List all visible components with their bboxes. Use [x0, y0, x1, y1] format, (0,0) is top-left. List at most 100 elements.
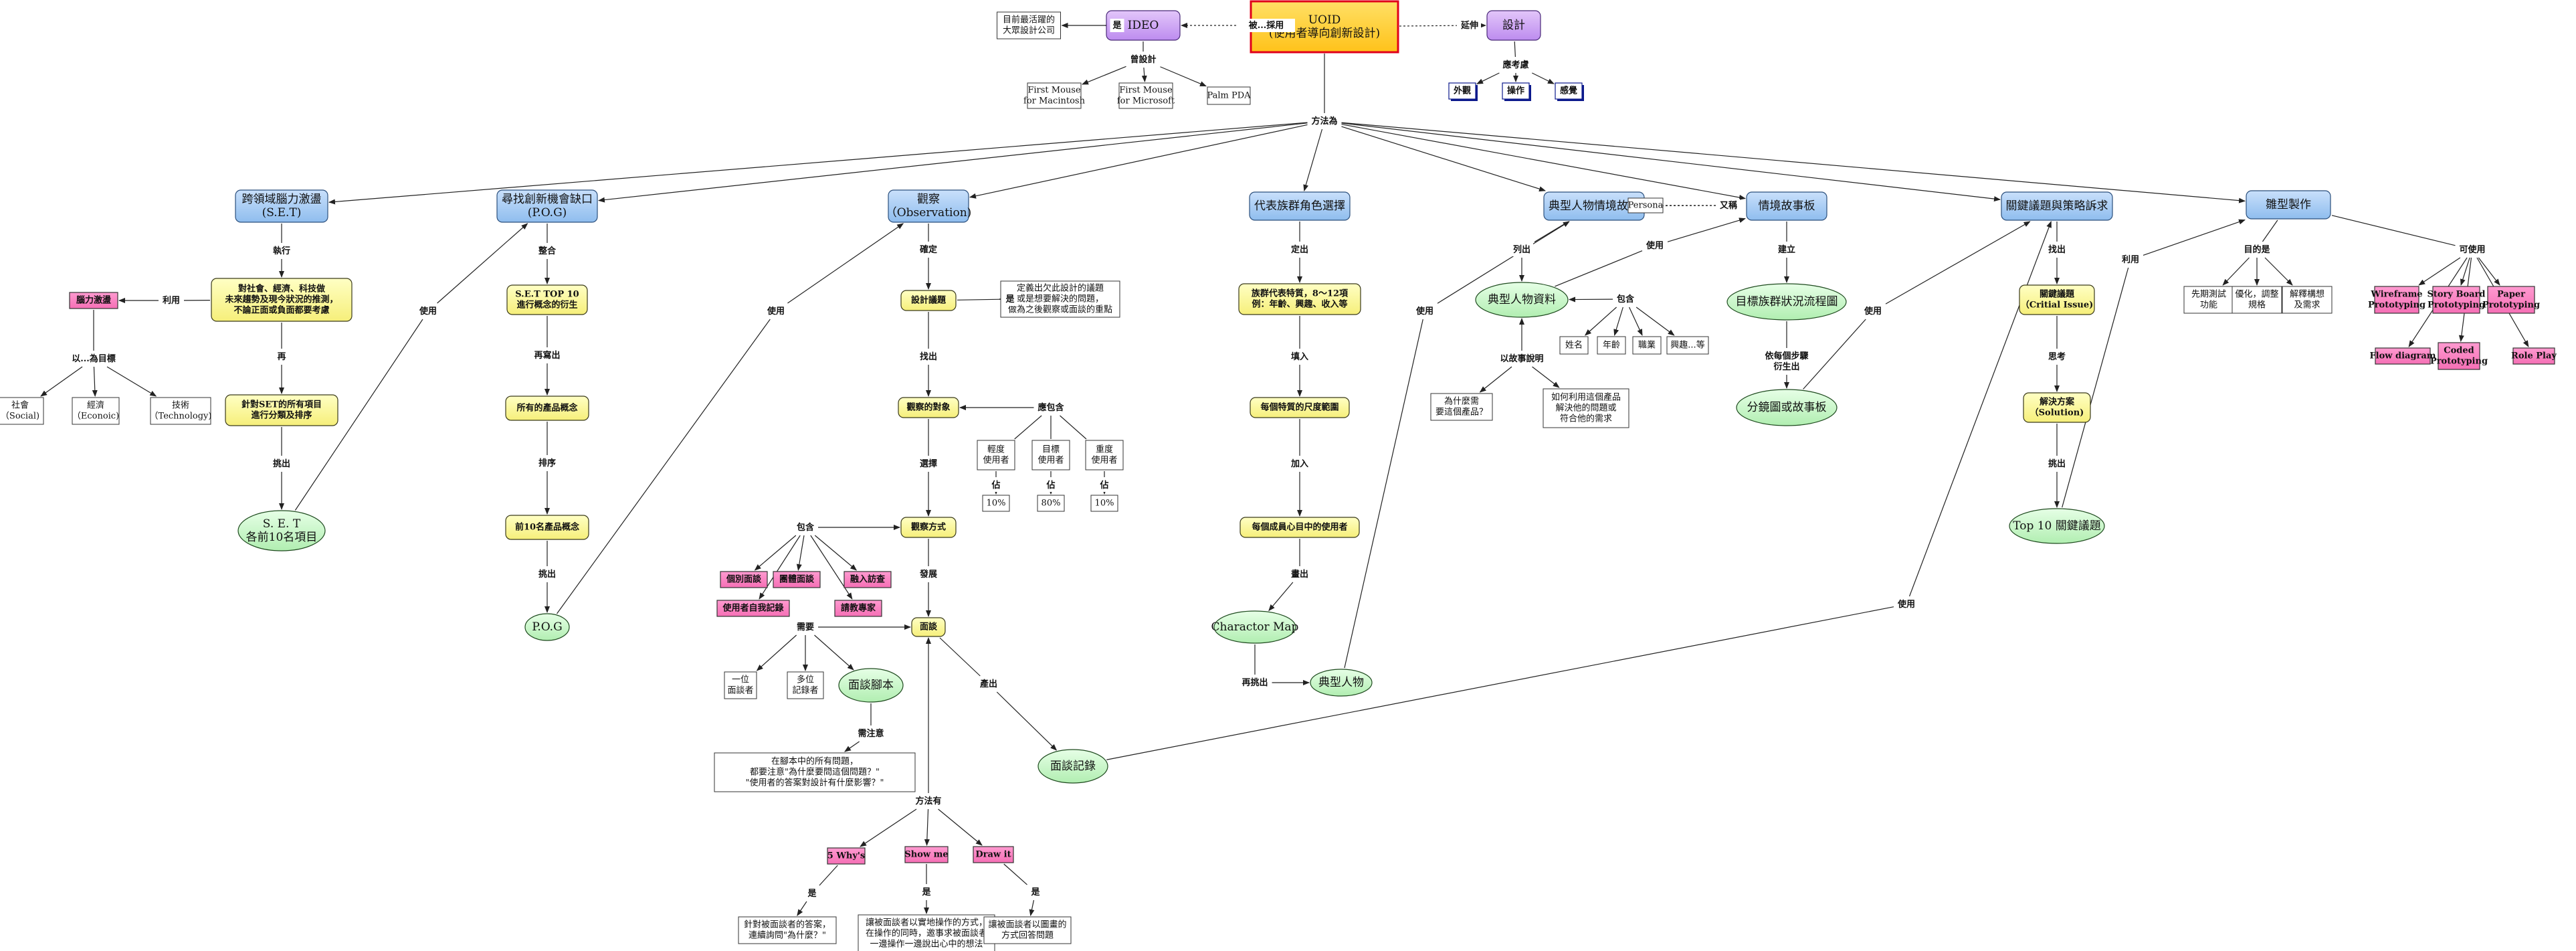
edge-label-bg	[1127, 53, 1159, 66]
node-set-y2-text: 針對SET的所有項目	[241, 400, 322, 410]
edge-label-pick1: 挑出	[273, 458, 290, 469]
connector-l-method-to-board	[1341, 124, 1746, 200]
connector-drawit-to-l-is5	[1003, 863, 1027, 885]
node-script-desc-shape	[714, 752, 916, 792]
connector-l-include1-to-obs-light	[1014, 415, 1042, 440]
connector-obs-issue-to-l-is2	[957, 298, 1002, 300]
node-set-y2-shape	[225, 394, 338, 426]
node-set-y1-text: 未來趨勢及現今狀況的推測，	[224, 294, 338, 305]
edge-label-bg	[794, 521, 817, 534]
edge-label-bg	[1097, 479, 1112, 492]
edge-label-occupy1: 佔	[991, 480, 1000, 491]
node-pog-out-shape	[524, 613, 570, 641]
edge-label-bg	[989, 479, 1003, 492]
connector-proto-to-l-usable	[2331, 215, 2456, 246]
node-why5-text: 5 Why's	[827, 851, 865, 861]
node-pct3: 10%	[1090, 495, 1118, 512]
node-record: 面談記錄	[1037, 749, 1108, 784]
node-ideo-shape	[1106, 10, 1181, 41]
connector-l-usable-to-pr-paper	[2478, 257, 2500, 286]
node-econ-shape	[72, 397, 120, 425]
node-tech-text: 技術	[172, 401, 189, 411]
edge-label-use6: 使用	[1864, 306, 1882, 317]
connector-l-use6-to-issue	[1885, 221, 2031, 305]
node-set: 跨領域腦力激盪(S.E.T)	[235, 189, 328, 223]
edge-label-list: 列出	[1513, 244, 1530, 255]
edge-label-bg	[919, 885, 934, 899]
edge-label-pick3: 再挑出	[1242, 677, 1268, 688]
connector-l-draw-to-charmap	[1268, 582, 1294, 612]
node-d-feel-text: 感覺	[1560, 86, 1577, 96]
node-obs-heavy-shape	[1085, 440, 1124, 470]
node-obs-target-shape	[898, 397, 959, 418]
edge-label-then1: 再	[277, 352, 286, 362]
node-critical-text: 關鍵議題	[2040, 289, 2075, 300]
node-charmap: Charactor Map	[1211, 610, 1299, 644]
connector-l-include2-to-m2	[796, 535, 805, 571]
node-pr-opt-text: 優化，調整	[2235, 290, 2278, 300]
connector-l-purpose-to-pr-arch	[2264, 257, 2293, 286]
connector-l-include2-to-m3	[814, 535, 858, 571]
node-one-int-shape	[724, 671, 757, 699]
node-obs-issue-text: 設計議題	[911, 295, 947, 306]
node-bs-shape	[69, 292, 118, 309]
edge-label-use7: 使用	[1897, 599, 1915, 610]
node-root-shape	[1250, 0, 1399, 54]
node-root-text: UOID	[1308, 13, 1341, 27]
node-social-shape	[0, 397, 44, 425]
node-solution-shape	[2023, 392, 2091, 423]
edge-label-bg	[917, 457, 940, 470]
node-obs-method-shape	[900, 517, 957, 538]
node-drawit-shape	[973, 846, 1014, 863]
node-charmap-shape	[1213, 610, 1296, 644]
node-m5: 請教專家	[834, 600, 882, 617]
node-obs-method-text: 觀察方式	[911, 522, 946, 533]
node-obs: 觀察（Observation)	[886, 189, 971, 223]
node-persona-data: 典型人物資料	[1475, 282, 1569, 318]
node-design-shape	[1486, 10, 1541, 41]
connector-l-designed-to-mouse-ms	[1141, 67, 1147, 82]
node-pog-text: 尋找創新機會缺口	[502, 193, 593, 206]
connector-l-is5-to-drawit-desc	[1029, 899, 1035, 916]
node-role-y2: 每個特質的尺度範圍	[1250, 397, 1350, 418]
node-pog-out: P.O.G	[524, 613, 570, 641]
node-pr-wire-text: Prototyping	[2368, 300, 2425, 311]
edge-label-decide: 定出	[1290, 244, 1308, 255]
connector-l-method-to-issue	[1341, 122, 2001, 202]
edge-label-bg	[1510, 243, 1533, 256]
connector-l-usable-to-pr-wire	[2418, 257, 2461, 286]
node-obs-target: 觀察的對象	[898, 397, 959, 418]
node-mouse-ms-text: for Microsoft	[1117, 96, 1175, 106]
node-pr-test-text: 先期測試	[2191, 289, 2226, 300]
node-set-y1-shape	[211, 278, 353, 322]
node-pct1: 10%	[982, 495, 1010, 512]
connector-l-method-to-obs	[969, 124, 1308, 199]
node-p-why-text: 為什麼需	[1444, 396, 1479, 407]
node-obs-target-user-text: 目標	[1042, 445, 1060, 455]
connector-record-to-l-use7	[1106, 606, 1894, 760]
edge-label-goal: 以...為目標	[72, 353, 116, 364]
node-board-shape	[1746, 191, 1827, 221]
node-pr-sb-text: Story Board	[2427, 290, 2485, 300]
node-role-y1-shape	[1238, 283, 1361, 315]
node-p-age-text: 年齡	[1603, 341, 1620, 351]
edge-label-define: 確定	[920, 244, 937, 255]
node-solution-text: 解決方案	[2039, 397, 2075, 408]
node-pr-paper-text: Paper	[2497, 290, 2525, 300]
node-pr-wire-text: Wireframe	[2370, 290, 2422, 300]
node-issue-text: 關鍵議題與策略訴求	[2006, 199, 2108, 213]
node-social: 社會（Social)	[0, 397, 44, 425]
edge-label-note: 需注意	[858, 728, 884, 739]
node-set-y2-text: 進行分類及排序	[251, 410, 312, 421]
edge-label-bg	[417, 305, 439, 318]
edge-label-derive: 依每個步驟衍生出	[1765, 351, 1809, 372]
node-d-ext-shape	[1448, 82, 1476, 100]
node-script-desc: 在腳本中的所有問題，都要注意"為什麼要問這個問題？""使用者的答案對設計有什麼影…	[714, 752, 916, 792]
connector-l-method-to-proto	[1341, 122, 2246, 203]
node-obs-target-text: 觀察的對象	[906, 402, 950, 413]
node-pr-role: Role Play	[2511, 347, 2557, 365]
edge-label-include3: 包含	[1617, 294, 1635, 305]
